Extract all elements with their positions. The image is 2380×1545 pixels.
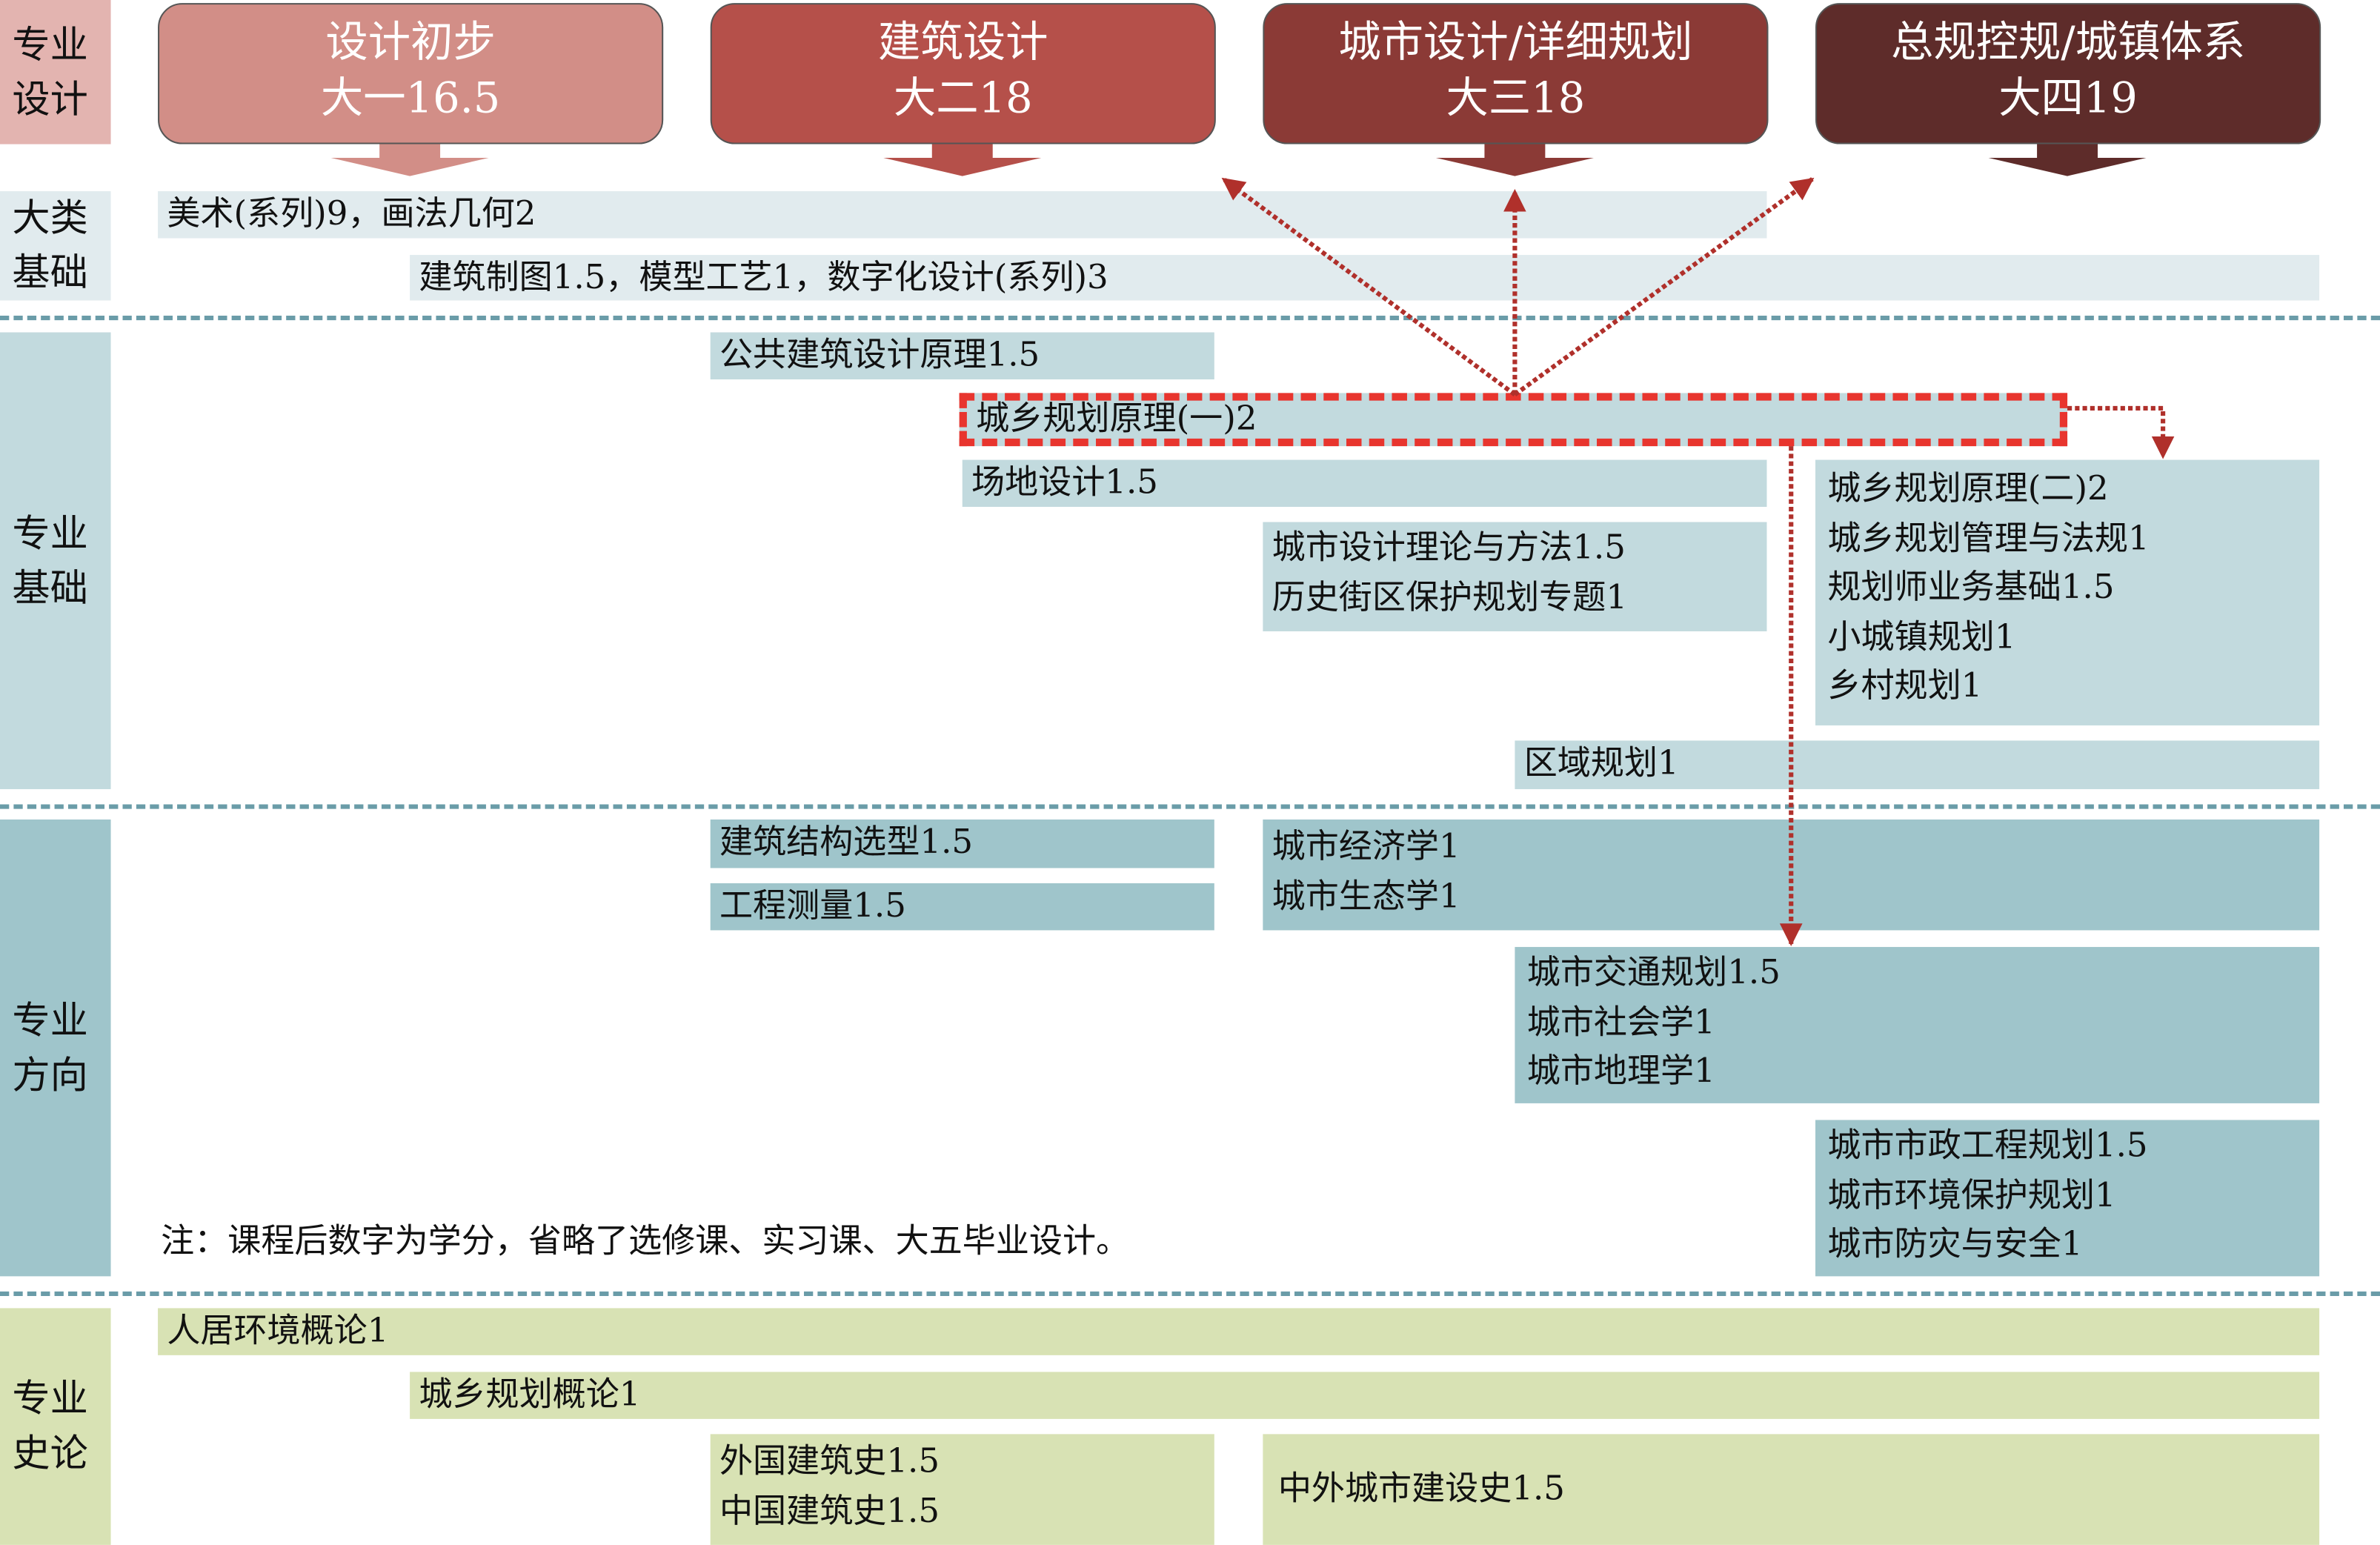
row-label-design: 专业设计 xyxy=(0,0,111,144)
divider xyxy=(0,315,2380,321)
label-line: 史论 xyxy=(12,1431,88,1475)
header-year4: 总规控规/城镇体系大四19 xyxy=(1815,3,2321,144)
course-group: 城市市政工程规划1.5 城市环境保护规划1 城市防灾与安全1 xyxy=(1815,1120,2320,1277)
header-down-arrows xyxy=(330,144,2147,176)
label-line: 专业 xyxy=(12,21,88,67)
header-title: 设计初步 xyxy=(325,16,496,67)
header-year2: 建筑设计大二18 xyxy=(710,3,1216,144)
course: 城市交通规划1.5 xyxy=(1526,954,1781,993)
header-credits: 大四19 xyxy=(1998,73,2138,123)
course: 中国建筑史1.5 xyxy=(719,1492,940,1531)
course: 规划师业务基础1.5 xyxy=(1827,569,2115,608)
course-group: 城市设计理论与方法1.5 历史街区保护规划专题1 xyxy=(1263,522,1767,631)
course: 乡村规划1 xyxy=(1827,668,1983,706)
course: 城市防灾与安全1 xyxy=(1827,1226,2083,1264)
dotted-arrow xyxy=(1221,177,1517,396)
course-group: 城乡规划原理(二)2 城乡规划管理与法规1 规划师业务基础1.5 小城镇规划1 乡村规划… xyxy=(1815,459,2320,725)
course: 外国建筑史1.5 xyxy=(719,1443,940,1481)
course: 城市地理学1 xyxy=(1526,1053,1715,1092)
course-bar: 中外城市建设史1.5 xyxy=(1263,1434,2320,1545)
course-bar: 区域规划1 xyxy=(1515,740,2320,789)
divider xyxy=(0,804,2380,809)
course: 城市环境保护规划1 xyxy=(1827,1177,2116,1215)
dotted-arrow xyxy=(1513,177,1815,396)
course-bar: 美术(系列)9，画法几何2 xyxy=(158,191,1767,239)
course-bar: 人居环境概论1 xyxy=(158,1308,2320,1355)
dotted-arrow xyxy=(2067,405,2175,459)
course: 城市市政工程规划1.5 xyxy=(1827,1127,2148,1166)
divider xyxy=(0,1291,2380,1296)
header-credits: 大二18 xyxy=(893,73,1033,123)
label-line: 设计 xyxy=(12,76,88,121)
label-line: 基础 xyxy=(12,565,88,610)
course-bar: 工程测量1.5 xyxy=(710,883,1214,931)
course-bar: 场地设计1.5 xyxy=(962,459,1767,508)
header-year1: 设计初步大一16.5 xyxy=(158,3,664,144)
label-line: 方向 xyxy=(12,1052,88,1097)
header-year3: 城市设计/详细规划大三18 xyxy=(1263,3,1769,144)
course: 历史街区保护规划专题1 xyxy=(1272,579,1627,617)
course: 小城镇规划1 xyxy=(1827,618,2016,657)
header-title: 总规控规/城镇体系 xyxy=(1890,16,2246,67)
course-bar: 公共建筑设计原理1.5 xyxy=(710,332,1214,379)
label-line: 基础 xyxy=(12,250,88,295)
header-title: 建筑设计 xyxy=(878,16,1048,67)
down-arrow-icon xyxy=(330,144,489,176)
course-group: 外国建筑史1.5 中国建筑史1.5 xyxy=(710,1434,1214,1545)
course: 城市社会学1 xyxy=(1526,1003,1715,1042)
row-label-foundation: 专业基础 xyxy=(0,332,111,789)
label-line: 专业 xyxy=(12,1376,88,1421)
label-line: 专业 xyxy=(12,511,88,555)
course: 城市设计理论与方法1.5 xyxy=(1272,529,1626,568)
down-arrow-icon xyxy=(1988,144,2147,176)
row-label-general: 大类基础 xyxy=(0,191,111,301)
row-label-direction: 专业方向 xyxy=(0,819,111,1277)
course-group: 城市交通规划1.5 城市社会学1 城市地理学1 xyxy=(1515,946,2320,1103)
down-arrow-icon xyxy=(1435,144,1594,176)
footnote: 注：课程后数字为学分，省略了选修课、实习课、大五毕业设计。 xyxy=(161,1223,1130,1261)
course: 城市生态学1 xyxy=(1272,877,1460,916)
header-credits: 大一16.5 xyxy=(320,73,501,123)
row-label-history: 专业史论 xyxy=(0,1308,111,1545)
down-arrow-icon xyxy=(883,144,1042,176)
header-title: 城市设计/详细规划 xyxy=(1338,16,1693,67)
label-line: 大类 xyxy=(12,196,88,240)
course-bar-highlighted: 城乡规划原理(一)2 xyxy=(959,393,2068,447)
header-credits: 大三18 xyxy=(1446,73,1586,123)
course-bar: 建筑结构选型1.5 xyxy=(710,819,1214,868)
course: 城市经济学1 xyxy=(1272,828,1460,867)
course-bar: 建筑制图1.5，模型工艺1，数字化设计(系列)3 xyxy=(410,255,2320,301)
label-line: 专业 xyxy=(12,997,88,1042)
course: 城乡规划原理(二)2 xyxy=(1827,470,2109,509)
course-bar: 城乡规划概论1 xyxy=(410,1372,2320,1419)
course: 城乡规划管理与法规1 xyxy=(1827,519,2150,558)
